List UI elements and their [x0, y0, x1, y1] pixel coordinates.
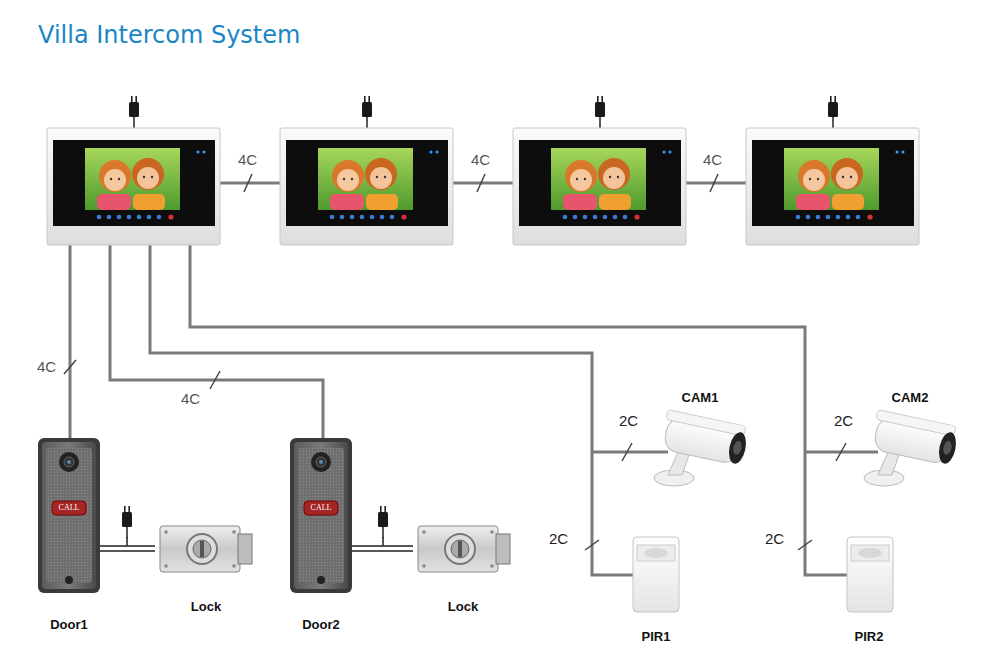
- device-label: PIR2: [855, 629, 884, 645]
- cable: [220, 182, 280, 185]
- device-node: Lock: [413, 515, 513, 615]
- slash: [622, 443, 632, 461]
- cable-spec: 4C: [471, 151, 490, 169]
- device-node: Door2: [290, 438, 352, 633]
- device-node: PIR2: [839, 533, 899, 645]
- electric-lock: [418, 526, 510, 572]
- cable-spec: 4C: [181, 390, 200, 408]
- cable: [110, 245, 323, 438]
- adapter-wire: [126, 537, 128, 546]
- slash: [710, 174, 718, 192]
- power-adapter: [122, 506, 132, 538]
- door-station: [290, 438, 352, 593]
- cable-spec: 4C: [238, 151, 257, 169]
- cable-spec: 4C: [703, 151, 722, 169]
- cable: [686, 182, 746, 185]
- power-adapter: [595, 96, 605, 128]
- pir-sensor: [633, 537, 679, 612]
- button-label: CALL: [304, 501, 338, 515]
- pir-sensor: [847, 537, 893, 612]
- diagram-title: Villa Intercom System: [38, 20, 300, 50]
- adapter-wire: [382, 537, 384, 546]
- power-adapter: [378, 506, 388, 538]
- lock-wire: [100, 546, 155, 551]
- slash: [836, 443, 846, 461]
- power-adapter: [362, 96, 372, 128]
- cable-spec: 2C: [834, 412, 853, 430]
- slash: [798, 540, 812, 550]
- device-label: PIR1: [642, 629, 671, 645]
- slash: [64, 360, 76, 374]
- device-label: Door2: [302, 617, 340, 633]
- monitor: [513, 128, 686, 245]
- button-label: CALL: [52, 501, 86, 515]
- cable: [69, 245, 72, 438]
- device-node: CAM1: [645, 390, 755, 490]
- camera: [654, 410, 750, 486]
- cable-spec: 2C: [549, 530, 568, 548]
- monitor: [746, 128, 919, 245]
- device-node: CAM2: [855, 390, 965, 490]
- slash: [477, 174, 485, 192]
- device-node: Door1: [38, 438, 100, 633]
- slash: [210, 371, 220, 389]
- slash: [585, 540, 599, 550]
- electric-lock: [160, 526, 252, 572]
- device-label: CAM1: [682, 390, 719, 406]
- device-label: Door1: [50, 617, 88, 633]
- power-adapter: [828, 96, 838, 128]
- lock-wire: [352, 546, 413, 551]
- monitor: [47, 128, 220, 245]
- cable-spec: 2C: [765, 530, 784, 548]
- camera: [864, 410, 960, 486]
- power-adapter: [129, 96, 139, 128]
- cable-spec: 4C: [37, 358, 56, 376]
- cable-spec: 2C: [619, 412, 638, 430]
- cable: [453, 182, 513, 185]
- device-node: Lock: [155, 515, 257, 615]
- door-station: [38, 438, 100, 593]
- device-label: Lock: [191, 599, 221, 615]
- cable: [150, 245, 668, 575]
- slash: [244, 174, 252, 192]
- device-node: PIR1: [626, 533, 686, 645]
- device-label: CAM2: [892, 390, 929, 406]
- monitor: [280, 128, 453, 245]
- device-label: Lock: [448, 599, 478, 615]
